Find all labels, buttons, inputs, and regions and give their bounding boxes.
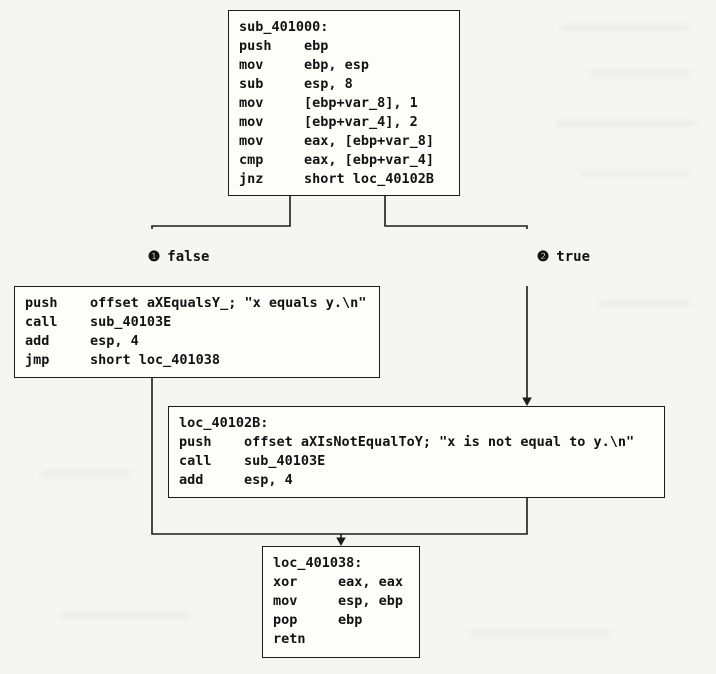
arrowhead-into-true-block <box>522 397 532 406</box>
basic-block-exit: loc_401038: xor eax, eax mov esp, ebp po… <box>262 546 420 658</box>
scan-artifact <box>40 470 130 477</box>
asm-line: retn <box>273 631 306 647</box>
scan-artifact <box>600 300 690 307</box>
scan-artifact <box>60 612 190 619</box>
asm-line: jnz short loc_40102B <box>239 171 435 187</box>
edge-entry-to-true <box>384 196 528 398</box>
callout-2-icon: ❷ <box>536 249 550 265</box>
basic-block-true-branch: loc_40102B: push offset aXIsNotEqualToY;… <box>168 406 665 498</box>
asm-line: mov esp, ebp <box>273 593 404 609</box>
asm-line: xor eax, eax <box>273 574 404 590</box>
basic-block-false-branch: push offset aXEqualsY_; "x equals y.\n" … <box>14 286 380 378</box>
asm-line: mov [ebp+var_8], 1 <box>239 95 418 111</box>
basic-block-entry: sub_401000: push ebp mov ebp, esp sub es… <box>228 10 460 196</box>
asm-line: cmp eax, [ebp+var_4] <box>239 152 435 168</box>
arrowhead-into-exit-block <box>336 537 346 546</box>
asm-line: pop ebp <box>273 612 363 628</box>
asm-line: push offset aXIsNotEqualToY; "x is not e… <box>179 434 635 450</box>
branch-label-true: ❷ true <box>499 229 594 286</box>
asm-line: sub_401000: <box>239 19 329 35</box>
asm-line: mov [ebp+var_4], 2 <box>239 114 418 130</box>
scan-artifact <box>555 120 695 127</box>
asm-line: push ebp <box>239 38 329 54</box>
asm-line: call sub_40103E <box>25 314 172 330</box>
asm-line: loc_40102B: <box>179 415 269 431</box>
asm-line: add esp, 4 <box>25 333 139 349</box>
asm-line: push offset aXEqualsY_; "x equals y.\n" <box>25 295 367 311</box>
asm-line: mov eax, [ebp+var_8] <box>239 133 435 149</box>
scan-artifact <box>580 170 690 177</box>
edge-false-to-exit <box>151 378 342 539</box>
asm-line: loc_401038: <box>273 555 363 571</box>
scan-artifact <box>560 24 690 31</box>
asm-line: add esp, 4 <box>179 472 293 488</box>
asm-line: jmp short loc_401038 <box>25 352 221 368</box>
asm-line: call sub_40103E <box>179 453 326 469</box>
callout-1-icon: ❶ <box>147 249 161 265</box>
scan-artifact <box>470 630 610 637</box>
asm-line: sub esp, 8 <box>239 76 353 92</box>
asm-line: mov ebp, esp <box>239 57 370 73</box>
edge-true-to-exit <box>341 498 528 535</box>
branch-label-true-text: true <box>556 249 590 265</box>
branch-label-false-text: false <box>167 249 210 265</box>
branch-label-false: ❶ false <box>110 229 214 286</box>
scan-artifact <box>590 70 690 77</box>
